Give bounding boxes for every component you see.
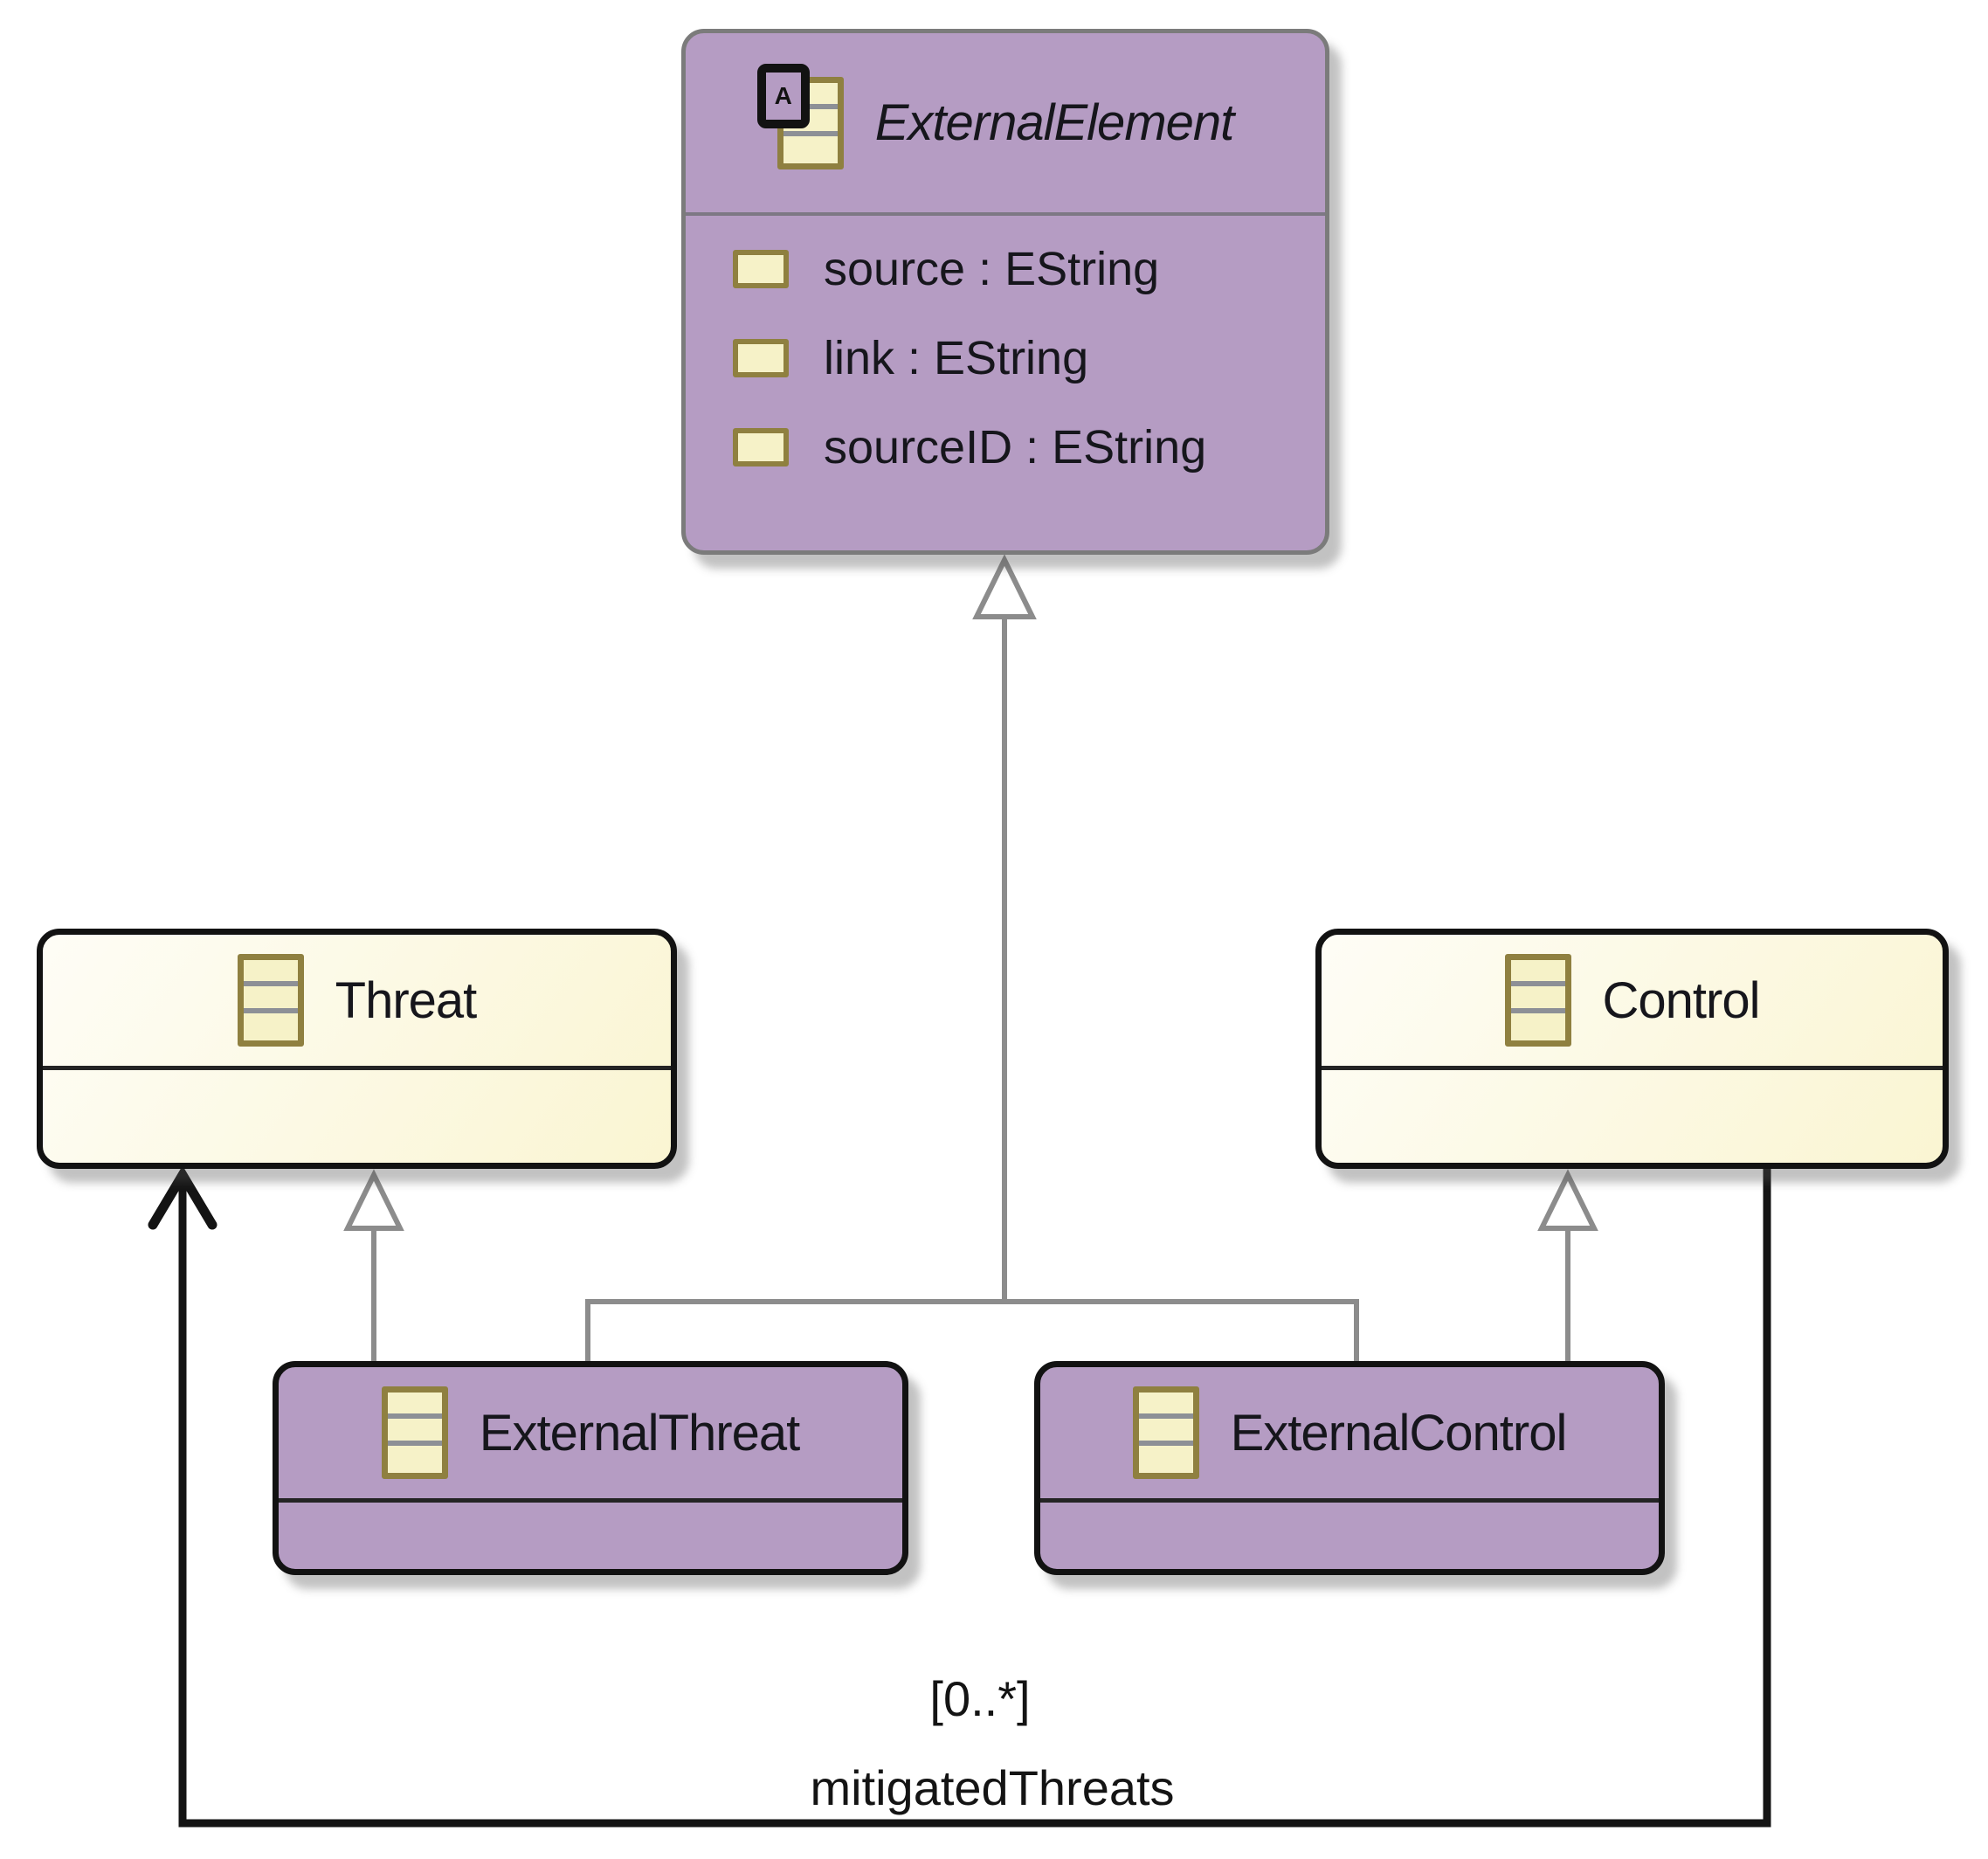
attribute-row: link : EString bbox=[733, 331, 1325, 385]
generalization-branch bbox=[585, 1299, 1359, 1370]
class-header: A ExternalElement bbox=[686, 33, 1325, 212]
compartment-separator bbox=[1040, 1498, 1659, 1503]
class-threat: Threat bbox=[37, 929, 677, 1169]
class-control: Control bbox=[1315, 929, 1949, 1169]
attributes-compartment: source : EString link : EString sourceID… bbox=[686, 216, 1325, 550]
eclass-icon bbox=[1504, 954, 1571, 1047]
open-arrowhead-icon bbox=[148, 1165, 217, 1230]
generalization-arrowhead-icon bbox=[343, 1169, 404, 1231]
class-header: Control bbox=[1322, 935, 1943, 1066]
compartment-separator bbox=[1322, 1066, 1943, 1070]
generalization-arrowhead-icon bbox=[972, 554, 1037, 619]
icon-line bbox=[1138, 1441, 1193, 1446]
class-name: ExternalElement bbox=[874, 94, 1235, 151]
compartment-separator bbox=[43, 1066, 671, 1070]
eclass-icon bbox=[381, 1386, 448, 1479]
icon-line bbox=[243, 1008, 298, 1013]
eattribute-icon bbox=[733, 250, 789, 288]
icon-line bbox=[1510, 1008, 1565, 1013]
class-name: ExternalControl bbox=[1230, 1404, 1568, 1462]
class-header: ExternalThreat bbox=[279, 1367, 902, 1498]
icon-line bbox=[243, 981, 298, 986]
attributes-compartment-empty bbox=[43, 1070, 671, 1163]
attribute-text: source : EString bbox=[824, 243, 1160, 295]
class-externalcontrol: ExternalControl bbox=[1034, 1361, 1665, 1575]
class-header: ExternalControl bbox=[1040, 1367, 1659, 1498]
abstract-marker-icon: A bbox=[756, 63, 810, 128]
eattribute-icon bbox=[733, 428, 789, 466]
icon-line bbox=[387, 1413, 442, 1419]
attribute-row: source : EString bbox=[733, 242, 1325, 296]
attribute-text: sourceID : EString bbox=[824, 421, 1207, 473]
icon-line bbox=[1138, 1413, 1193, 1419]
class-externalelement: A ExternalElement source : EString link … bbox=[681, 29, 1329, 555]
compartment-separator bbox=[686, 212, 1325, 216]
attributes-compartment-empty bbox=[279, 1503, 902, 1569]
attributes-compartment-empty bbox=[1322, 1070, 1943, 1163]
eattribute-icon bbox=[733, 339, 789, 377]
generalization-to-control bbox=[1537, 1169, 1598, 1370]
attribute-row: sourceID : EString bbox=[733, 420, 1325, 474]
icon-line bbox=[387, 1441, 442, 1446]
icon-line bbox=[783, 103, 838, 109]
compartment-separator bbox=[279, 1498, 902, 1503]
icon-line bbox=[1510, 981, 1565, 986]
class-name: ExternalThreat bbox=[479, 1404, 800, 1462]
class-name: Threat bbox=[335, 971, 478, 1029]
attributes-compartment-empty bbox=[1040, 1503, 1659, 1569]
association-mitigatedthreats bbox=[148, 1162, 1771, 1828]
eclass-icon: A bbox=[756, 63, 844, 169]
eclass-icon bbox=[237, 954, 304, 1047]
class-header: Threat bbox=[43, 935, 671, 1066]
icon-line bbox=[783, 130, 838, 136]
association-multiplicity-label: [0..*] bbox=[929, 1671, 1031, 1726]
generalization-arrowhead-icon bbox=[1537, 1169, 1598, 1231]
generalization-to-threat bbox=[343, 1169, 404, 1370]
attribute-text: link : EString bbox=[824, 332, 1089, 384]
eclass-icon bbox=[1132, 1386, 1199, 1479]
class-name: Control bbox=[1602, 971, 1761, 1029]
generalization-to-externalelement bbox=[585, 554, 1359, 1370]
association-line bbox=[178, 1162, 1771, 1828]
association-name-label: mitigatedThreats bbox=[810, 1760, 1175, 1815]
class-externalthreat: ExternalThreat bbox=[273, 1361, 908, 1575]
